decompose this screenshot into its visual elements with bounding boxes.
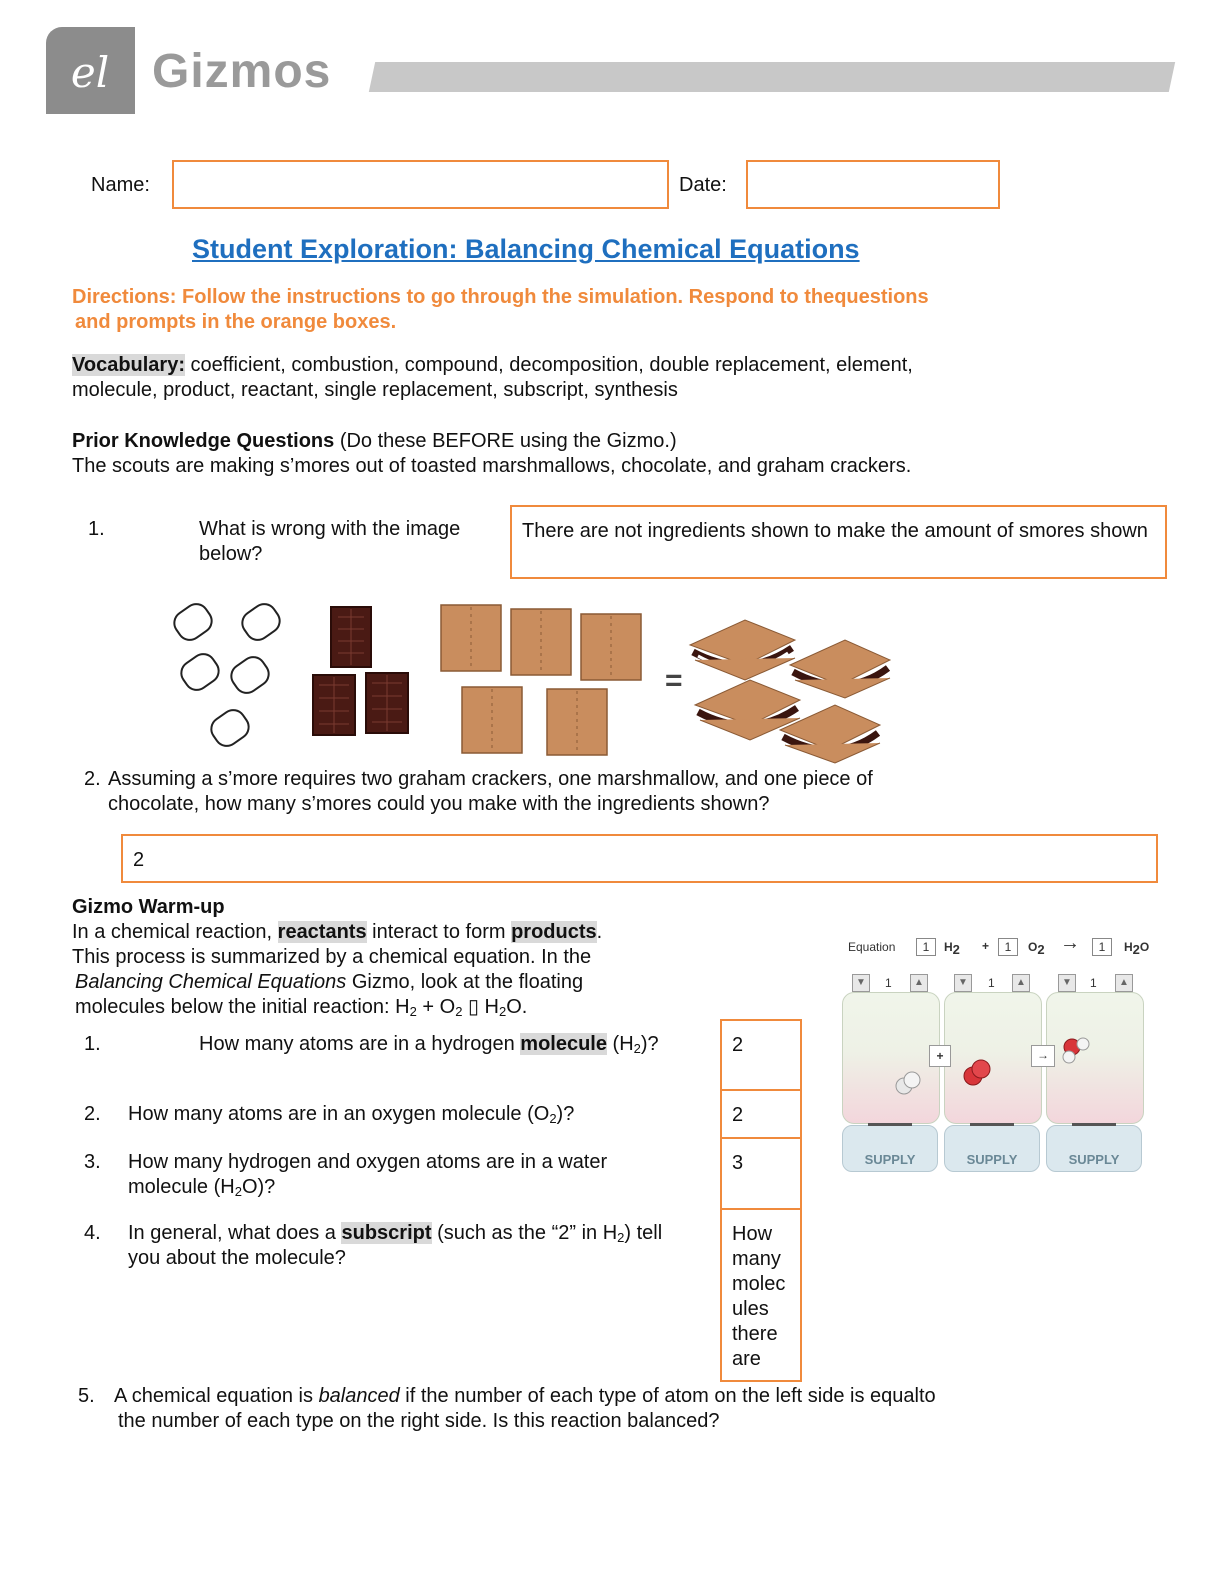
h2o-slider-bar	[1072, 1123, 1116, 1126]
name-label: Name:	[91, 174, 150, 196]
equation-label: Equation	[848, 940, 896, 954]
coefficient-h2o-field[interactable]: 1	[1092, 938, 1112, 956]
h2o-formula: H2O	[1124, 940, 1150, 957]
gizmo-simulation: Equation 1 H2 + 1 O2 → 1 H2O ▼ 1 ▲ ▼ 1 ▲…	[840, 930, 1160, 1180]
warmup-q1-number: 1.	[84, 1033, 101, 1055]
prior-q2-answer[interactable]: 2	[121, 834, 1158, 883]
name-field[interactable]	[172, 160, 669, 209]
arrow-icon: →	[1031, 1045, 1055, 1067]
arrow-icon: →	[1060, 932, 1080, 954]
warmup-q3-number: 3.	[84, 1151, 101, 1173]
prior-q1-answer[interactable]: There are not ingredients shown to make …	[510, 505, 1167, 579]
page-title: Student Exploration: Balancing Chemical …	[192, 234, 860, 264]
h2-molecule-icon	[895, 1071, 921, 1095]
o2-slider-bar	[970, 1123, 1014, 1126]
o2-formula: O2	[1028, 940, 1045, 957]
coefficient-o2-field[interactable]: 1	[998, 938, 1018, 956]
o2-reaction-panel	[944, 992, 1042, 1124]
decrease-h2-button[interactable]: ▼	[852, 974, 870, 992]
chocolate-icon	[312, 606, 409, 736]
warmup-q4-question: In general, what does a subscript (such …	[128, 1222, 663, 1269]
o2-supply-button[interactable]: SUPPLY	[944, 1125, 1040, 1172]
directions: Directions: Follow the instructions to g…	[72, 286, 929, 333]
warmup-q4-number: 4.	[84, 1222, 101, 1244]
warmup-q4-answer[interactable]: How many molec ules there are	[720, 1208, 802, 1382]
plus-icon: +	[929, 1045, 951, 1067]
o2-molecule-icon	[963, 1059, 991, 1086]
header-bar	[368, 62, 1176, 92]
warmup-q5-number: 5.	[78, 1385, 95, 1407]
h2o-supply-button[interactable]: SUPPLY	[1046, 1125, 1142, 1172]
warmup-q2-number: 2.	[84, 1103, 101, 1125]
prior-q2-number: 2.	[84, 768, 101, 790]
increase-o2-button[interactable]: ▲	[1012, 974, 1030, 992]
warmup-q1-question: How many atoms are in a hydrogen molecul…	[199, 1033, 659, 1056]
equals-sign: =	[665, 664, 683, 697]
warmup-q3-question: How many hydrogen and oxygen atoms are i…	[128, 1151, 608, 1199]
decrease-h2o-button[interactable]: ▼	[1058, 974, 1076, 992]
warmup-q5-question: A chemical equation is balanced if the n…	[114, 1385, 936, 1432]
increase-h2o-button[interactable]: ▲	[1115, 974, 1133, 992]
date-label: Date:	[679, 174, 727, 196]
warmup-q3-answer[interactable]: 3	[720, 1137, 802, 1210]
h2-spinner-value: 1	[885, 976, 892, 990]
coefficient-h2-field[interactable]: 1	[916, 938, 936, 956]
warmup-q2-question: How many atoms are in an oxygen molecule…	[128, 1103, 575, 1126]
h2-supply-button[interactable]: SUPPLY	[842, 1125, 938, 1172]
el-logo-icon: el	[71, 48, 109, 97]
gizmos-logo-badge: el	[46, 27, 135, 114]
prior-q1-question: What is wrong with the image below?	[199, 518, 461, 565]
date-field[interactable]	[746, 160, 1000, 209]
h2o-spinner-value: 1	[1090, 976, 1097, 990]
molecules-graphic	[895, 1037, 1090, 1095]
marshmallow-icon	[173, 603, 281, 747]
increase-h2-button[interactable]: ▲	[910, 974, 928, 992]
h2o-molecule-icon	[1062, 1037, 1090, 1064]
warmup-q1-answer[interactable]: 2	[720, 1019, 802, 1091]
prior-q2-question: Assuming a s’more requires two graham cr…	[108, 768, 873, 815]
h2-formula: H2	[944, 940, 960, 957]
h2o-reaction-panel	[1046, 992, 1144, 1124]
plus-sign: +	[982, 939, 990, 953]
svg-text:el: el	[71, 48, 109, 97]
o2-spinner-value: 1	[988, 976, 995, 990]
warmup-intro: Gizmo Warm-up In a chemical reaction, re…	[72, 896, 603, 1019]
smore-icon	[688, 619, 892, 764]
prior-knowledge-section: Prior Knowledge Questions (Do these BEFO…	[72, 430, 912, 477]
brand-title: Gizmos	[152, 45, 332, 98]
smores-illustration: =	[173, 603, 892, 764]
vocabulary: Vocabulary: coefficient, combustion, com…	[72, 354, 913, 401]
h2-slider-bar	[868, 1123, 912, 1126]
warmup-q2-answer[interactable]: 2	[720, 1089, 802, 1139]
decrease-o2-button[interactable]: ▼	[954, 974, 972, 992]
prior-q1-number: 1.	[88, 518, 105, 540]
